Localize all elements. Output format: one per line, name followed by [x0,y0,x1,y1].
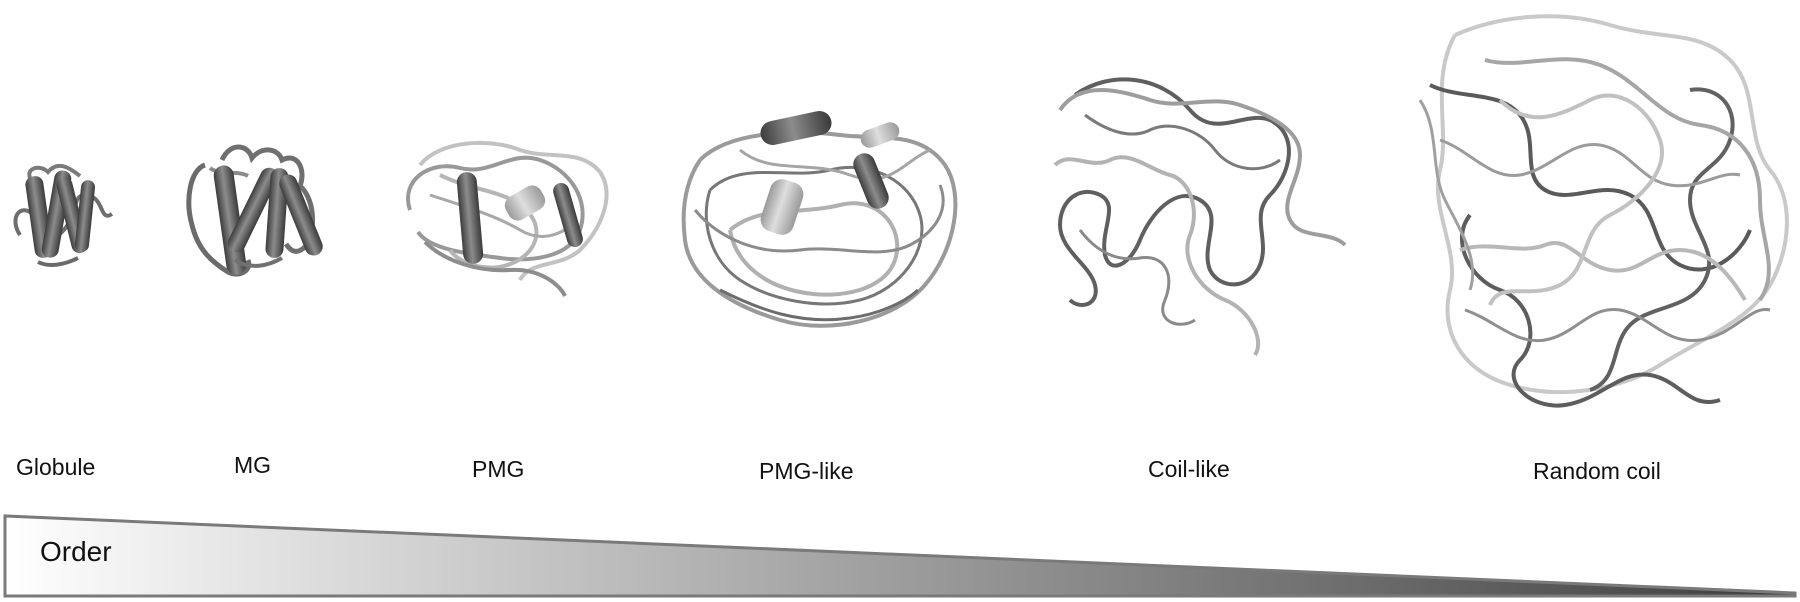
mg-structure [186,144,323,277]
globule-structure [13,163,114,267]
label-coil-like: Coil-like [1148,456,1230,482]
label-pmg: PMG [472,456,525,482]
label-mg: MG [234,452,272,478]
label-pmg-like: PMG-like [759,458,854,484]
pmg-like-structure [681,111,958,328]
order-gradient-bar [3,514,1797,598]
pmg-structure [406,140,609,297]
label-globule: Globule [16,454,96,480]
random-coil-structure [1418,14,1789,408]
order-label: Order [40,536,112,567]
coil-like-structure [1053,77,1347,357]
label-random-coil: Random coil [1533,458,1661,484]
